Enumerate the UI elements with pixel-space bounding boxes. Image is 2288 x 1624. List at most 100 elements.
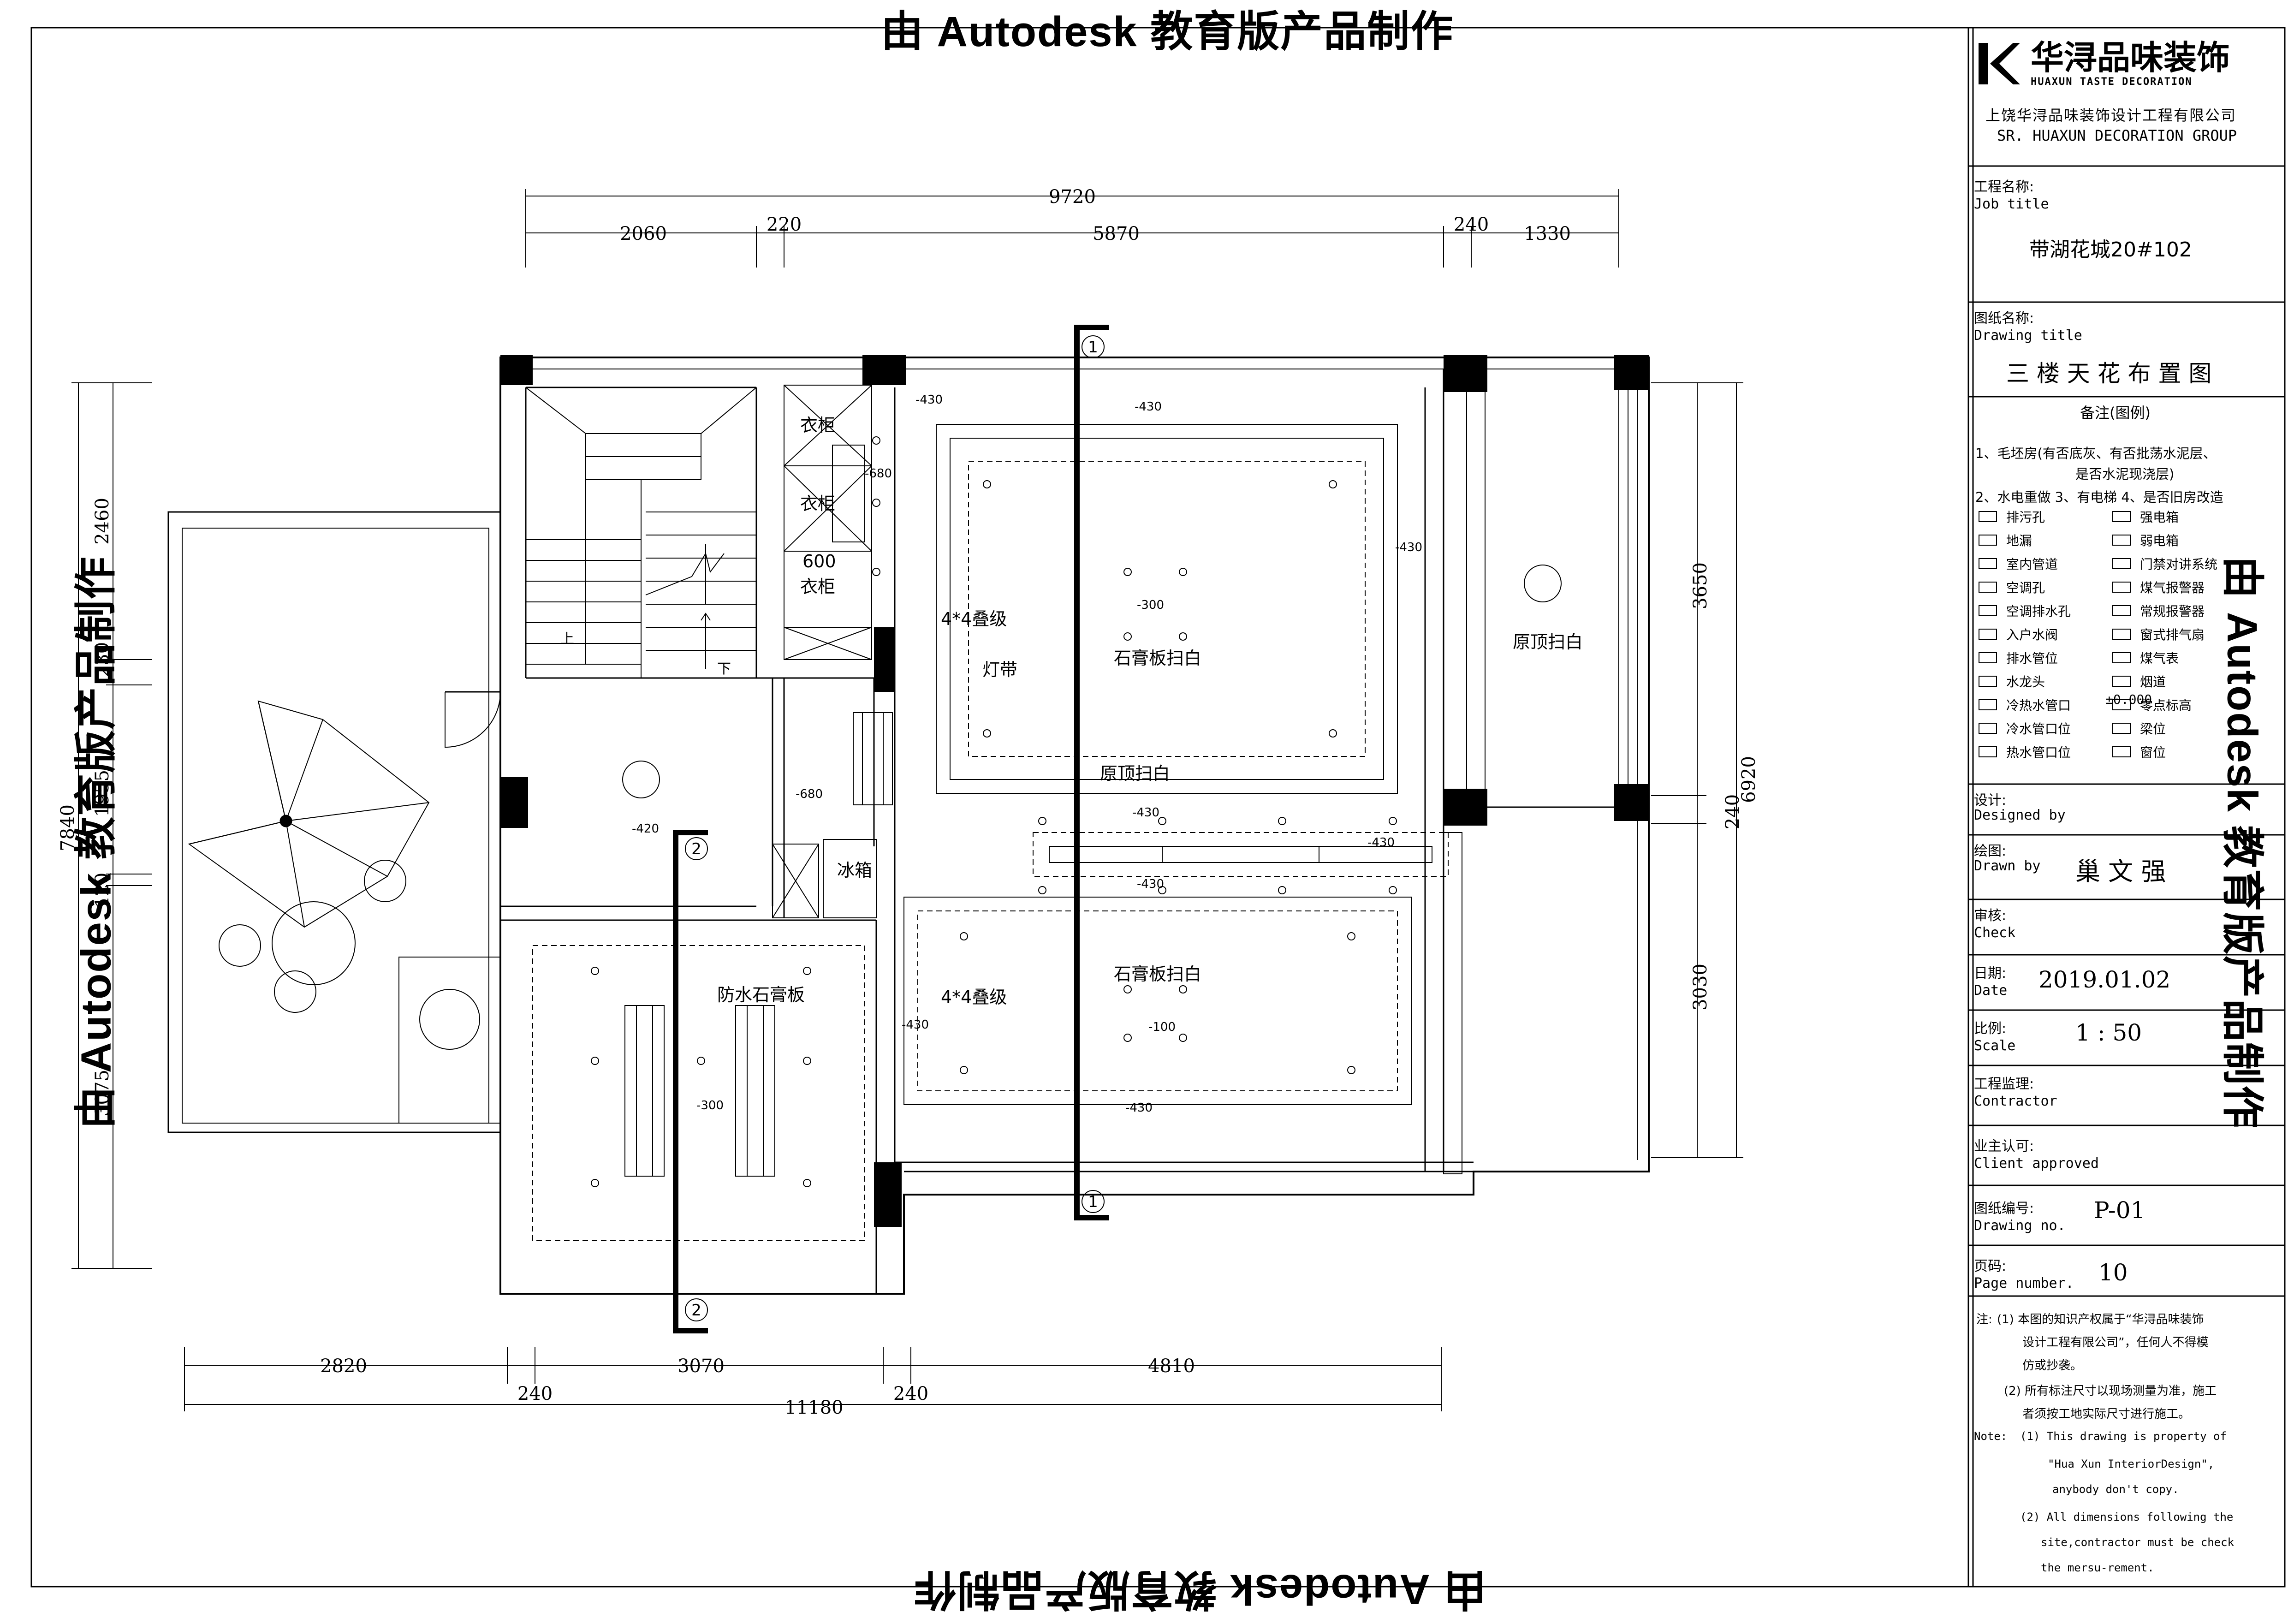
level-11: -100 (1148, 1020, 1176, 1034)
drawing-title-value: 三 楼 天 花 布 置 图 (2006, 360, 2212, 387)
check-cn: 审核: (1974, 908, 2007, 924)
legend-right-symbol-icon (2112, 605, 2131, 616)
legend-right-symbol-icon (2112, 652, 2131, 663)
scale-en: Scale (1974, 1038, 2016, 1054)
label-step-top: 4*4叠级 (941, 609, 1007, 629)
wardrobe-unit (784, 385, 872, 660)
dim-top-5: 1330 (1524, 223, 1571, 244)
drawing-title-en: Drawing title (1974, 327, 2082, 344)
note-en-1c: anybody don't copy. (2052, 1483, 2179, 1496)
staircase (525, 387, 757, 678)
legend-right-label: 煤气表 (2140, 651, 2179, 666)
company-logo-icon (1979, 42, 2020, 84)
legend-left-item: 室内管道 (1979, 554, 2058, 573)
shelf-unit (772, 712, 893, 918)
contractor-en: Contractor (1974, 1093, 2057, 1109)
dim-bottom-2: 240 (517, 1383, 553, 1404)
legend-right-item: 强电箱 (2112, 507, 2179, 526)
legend-left-label: 水龙头 (2006, 674, 2045, 690)
legend-left-item: 地漏 (1979, 531, 2032, 549)
note-en-2b: site,contractor must be check (2041, 1536, 2235, 1549)
title-block-border (1967, 27, 2286, 1588)
label-fridge: 冰箱 (837, 860, 872, 880)
designed-cn: 设计: (1974, 792, 2007, 809)
legend-left-item: 空调排水孔 (1979, 601, 2071, 620)
section-line-1 (1074, 325, 1109, 1220)
legend-right-item: 常规报警器 (2112, 601, 2205, 620)
page-en: Page number. (1974, 1275, 2074, 1291)
section-marker-2-top: 2 (691, 840, 701, 858)
dim-bottom-4: 240 (893, 1383, 928, 1404)
legend-right-symbol-icon (2112, 629, 2131, 640)
label-step-bottom: 4*4叠级 (941, 987, 1007, 1007)
legend-left-item: 排污孔 (1979, 507, 2045, 526)
date-value: 2019.01.02 (2038, 966, 2171, 993)
level-10: -430 (1137, 877, 1164, 891)
job-title-value: 带湖花城20#102 (2029, 238, 2192, 262)
label-gypsum-bottom: 石膏板扫白 (1114, 964, 1201, 984)
section-line-2 (673, 830, 708, 1333)
ceiling-bottom-frame (903, 897, 1412, 1105)
dim-left-4: 120 (92, 873, 113, 908)
logo-en: HUAXUN TASTE DECORATION (2031, 76, 2193, 88)
drawn-en: Drawn by (1974, 858, 2041, 874)
legend-left-label: 室内管道 (2006, 557, 2058, 572)
designed-en: Designed by (1974, 807, 2066, 823)
legend-left-symbol-icon (1979, 582, 1997, 593)
dim-bottom-total: 11180 (784, 1397, 843, 1418)
legend-right-item: 窗位 (2112, 743, 2166, 761)
legend-left-symbol-icon (1979, 676, 1997, 687)
legend-left-label: 冷水管口位 (2006, 721, 2071, 737)
scale-value: 1 : 50 (2075, 1019, 2142, 1046)
level-13: -430 (1125, 1101, 1153, 1115)
date-en: Date (1974, 982, 2008, 999)
level-12: -430 (902, 1018, 929, 1032)
dim-top-2: 220 (767, 214, 802, 235)
section-marker-1-top: 1 (1088, 338, 1098, 357)
legend-left-label: 冷热水管口 (2006, 698, 2071, 713)
section-marker-1-bottom: 1 (1088, 1193, 1098, 1211)
legend-title: 备注(图例) (2080, 404, 2151, 422)
contractor-cn: 工程监理: (1974, 1076, 2034, 1092)
legend-left-label: 热水管口位 (2006, 745, 2071, 760)
dim-right-3: 3030 (1690, 964, 1711, 1011)
legend-left-label: 入户水阀 (2006, 627, 2058, 642)
ceiling-top-frame (936, 424, 1398, 794)
dim-right-2: 240 (1722, 794, 1743, 829)
drawing-no-cn: 图纸编号: (1974, 1201, 2034, 1217)
section-marker-2-bottom: 2 (691, 1301, 701, 1320)
legend-right-item: 烟道 (2112, 672, 2166, 690)
label-gypsum-top: 石膏板扫白 (1114, 648, 1201, 668)
legend-right-symbol-icon (2112, 746, 2131, 757)
job-title-en: Job title (1974, 196, 2049, 212)
legend-right-item: 弱电箱 (2112, 531, 2179, 549)
note-cn-2b: 者须按工地实际尺寸进行施工。 (2022, 1407, 2191, 1421)
label-wardrobe-600: 600 (802, 551, 836, 571)
legend-right-item: 门禁对讲系统 (2112, 554, 2217, 573)
notes-line-2: 2、水电重做 3、有电梯 4、是否旧房改造 (1975, 489, 2223, 505)
label-wardrobe-2: 衣柜 (800, 494, 835, 514)
outer-wall (499, 357, 1650, 1295)
legend-right-label: 梁位 (2140, 721, 2166, 737)
label-original-right: 原顶扫白 (1513, 632, 1583, 652)
logo-cn: 华浔品味装饰 (2031, 38, 2230, 77)
legend-left-label: 空调排水孔 (2006, 604, 2071, 619)
legend-right-symbol-icon (2112, 582, 2131, 593)
company-logo: 华浔品味装饰 HUAXUN TASTE DECORATION (1976, 39, 2230, 88)
legend-left-symbol-icon (1979, 511, 1997, 522)
dim-left-total: 7840 (57, 804, 78, 851)
label-wardrobe-1: 衣柜 (800, 415, 835, 435)
legend-right-item: 零点标高 (2112, 696, 2192, 714)
right-room-window (1443, 387, 1628, 1174)
label-light-strip: 灯带 (982, 660, 1017, 680)
page-value: 10 (2098, 1259, 2128, 1286)
level-8: -430 (1132, 806, 1159, 820)
dim-left-5: 3075 (92, 1070, 113, 1117)
page-cn: 页码: (1974, 1258, 2007, 1274)
legend-left-symbol-icon (1979, 723, 1997, 734)
legend-right-symbol-icon (2112, 535, 2131, 546)
legend-left-item: 入户水阀 (1979, 625, 2058, 643)
level-3: -680 (865, 467, 892, 481)
dim-left-2: 230 (92, 642, 113, 677)
legend-zero-mark: ±0.000 (2105, 692, 2152, 707)
